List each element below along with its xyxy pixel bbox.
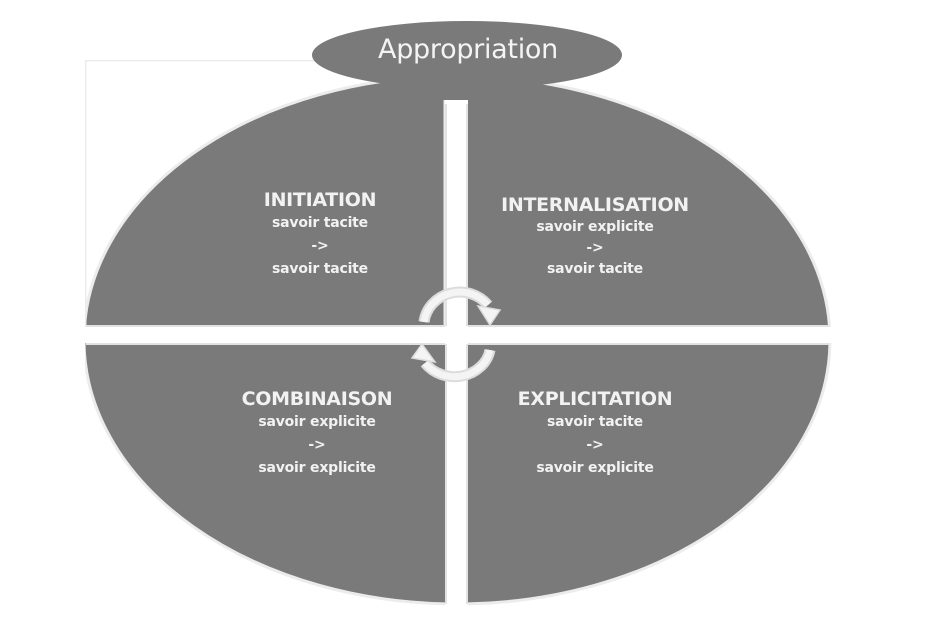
quadrant-title: INITIATION bbox=[263, 189, 377, 211]
quadrant-arrow: -> bbox=[311, 238, 329, 254]
cycle-arrow-top-icon bbox=[418, 286, 502, 327]
quadrant-to: savoir explicite bbox=[536, 460, 654, 476]
cycle-arrow-bottom-icon bbox=[410, 342, 496, 383]
quadrant-internalisation: INTERNALISATION savoir explicite -> savo… bbox=[475, 193, 715, 280]
quadrant-top-left-shape bbox=[85, 60, 445, 327]
quadrant-to: savoir tacite bbox=[547, 261, 643, 277]
quadrant-bottom-left-shape bbox=[85, 343, 445, 606]
quadrant-to: savoir explicite bbox=[258, 460, 376, 476]
quadrant-from: savoir tacite bbox=[547, 414, 643, 430]
quadrant-title: EXPLICITATION bbox=[517, 388, 673, 410]
horizontal-divider bbox=[70, 327, 850, 343]
quadrant-from: savoir explicite bbox=[258, 414, 376, 430]
quadrant-bottom-right-shape bbox=[468, 343, 832, 606]
vertical-divider bbox=[445, 100, 468, 630]
quadrant-from: savoir tacite bbox=[272, 215, 368, 231]
appropriation-connector bbox=[420, 80, 510, 100]
quadrant-title: INTERNALISATION bbox=[501, 194, 689, 216]
divider-cap bbox=[445, 100, 468, 104]
quadrant-explicitation: EXPLICITATION savoir tacite -> savoir ex… bbox=[490, 387, 700, 480]
quadrant-combinaison: COMBINAISON savoir explicite -> savoir e… bbox=[212, 387, 422, 480]
quadrant-initiation: INITIATION savoir tacite -> savoir tacit… bbox=[220, 188, 420, 281]
quadrant-arrow: -> bbox=[586, 437, 604, 453]
quadrant-from: savoir explicite bbox=[536, 219, 654, 235]
quadrant-title: COMBINAISON bbox=[241, 388, 393, 410]
appropriation-label: Appropriation bbox=[378, 34, 558, 65]
quadrant-arrow: -> bbox=[586, 240, 604, 256]
quadrant-arrow: -> bbox=[308, 437, 326, 453]
quadrant-top-right-shape bbox=[468, 74, 831, 327]
appropriation-ellipse bbox=[312, 21, 622, 89]
quadrant-to: savoir tacite bbox=[272, 261, 368, 277]
divider-edges bbox=[86, 100, 829, 604]
